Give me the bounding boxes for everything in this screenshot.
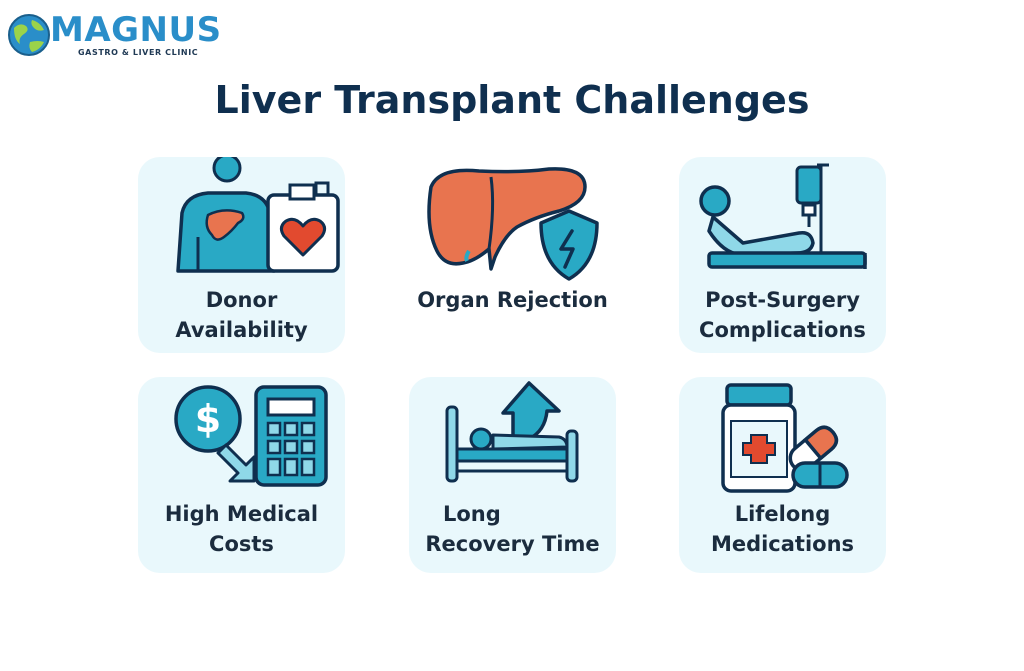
globe-logo-icon xyxy=(8,14,50,56)
svg-text:$: $ xyxy=(195,397,221,441)
donor-icon xyxy=(176,157,340,273)
card-label: Long Recovery Time xyxy=(425,502,600,556)
card-label: High Medical Costs xyxy=(164,502,319,556)
card-label: Organ Rejection xyxy=(417,288,608,312)
page-title: Liver Transplant Challenges xyxy=(214,78,810,122)
dollar-calculator-icon: $ xyxy=(174,385,328,487)
card-high-medical-costs: $ High Medical Costs xyxy=(138,377,345,573)
clinic-logo[interactable]: MAGNUS GASTRO & LIVER CLINIC xyxy=(6,10,221,60)
hospital-bed-iv-icon xyxy=(699,163,867,269)
card-label: Lifelong Medications xyxy=(710,502,855,556)
card-label: Post-Surgery Complications xyxy=(699,288,866,342)
card-label: Donor Availability xyxy=(175,288,308,342)
brand-tagline: GASTRO & LIVER CLINIC xyxy=(78,48,199,57)
card-donor-availability: Donor Availability xyxy=(138,157,345,353)
card-organ-rejection: Organ Rejection xyxy=(409,157,616,353)
pill-bottle-icon xyxy=(721,383,849,493)
brand-name: MAGNUS xyxy=(50,10,222,50)
card-post-surgery: Post-Surgery Complications xyxy=(679,157,886,353)
liver-shield-icon xyxy=(427,167,599,281)
card-long-recovery-time: Long Recovery Time xyxy=(409,377,616,573)
bed-arrow-icon xyxy=(445,381,579,483)
card-lifelong-medications: Lifelong Medications xyxy=(679,377,886,573)
